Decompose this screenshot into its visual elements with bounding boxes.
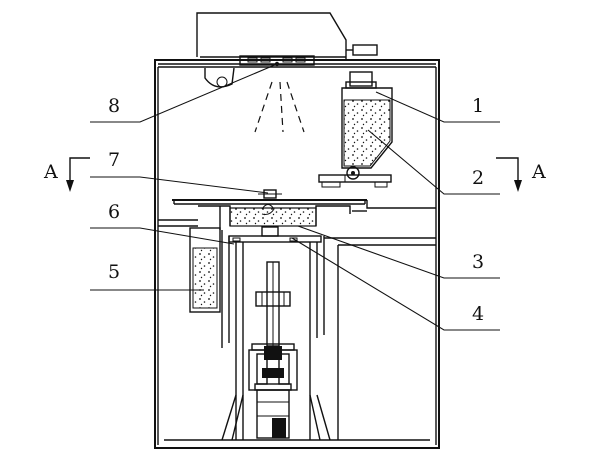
chamber-walls — [219, 206, 325, 440]
build-plate — [172, 199, 436, 212]
laser-housing — [196, 12, 378, 60]
lower-frame — [158, 219, 436, 441]
callout-6: 6 — [90, 201, 235, 245]
scanner-lens-array — [239, 55, 315, 67]
callout-label-4: 4 — [472, 303, 484, 325]
section-label-right: A — [531, 161, 546, 183]
callout-label-3: 3 — [472, 251, 484, 273]
callout-label-8: 8 — [108, 95, 120, 117]
powder-hopper — [318, 71, 393, 188]
callout-label-5: 5 — [108, 261, 120, 283]
callout-label-2: 2 — [472, 167, 484, 189]
build-chamber — [198, 205, 351, 243]
section-label-left: A — [43, 161, 58, 183]
callout-label-6: 6 — [108, 201, 120, 223]
callout-5: 5 — [90, 261, 204, 291]
machine-frame — [154, 59, 440, 449]
callout-4: 4 — [291, 237, 500, 331]
callout-7: 7 — [90, 149, 269, 194]
callout-label-7: 7 — [108, 149, 120, 171]
callout-8: 8 — [90, 63, 278, 123]
callout-2: 2 — [367, 129, 500, 195]
callout-1: 1 — [375, 91, 500, 123]
section-indicator-left: A — [43, 157, 90, 192]
lift-screw — [251, 261, 295, 351]
section-indicator-right: A — [496, 157, 546, 192]
callout-label-1: 1 — [472, 95, 484, 117]
overflow-container — [189, 227, 221, 313]
motor-assembly — [248, 346, 298, 439]
laser-beams — [254, 81, 305, 133]
callout-3: 3 — [297, 225, 500, 279]
